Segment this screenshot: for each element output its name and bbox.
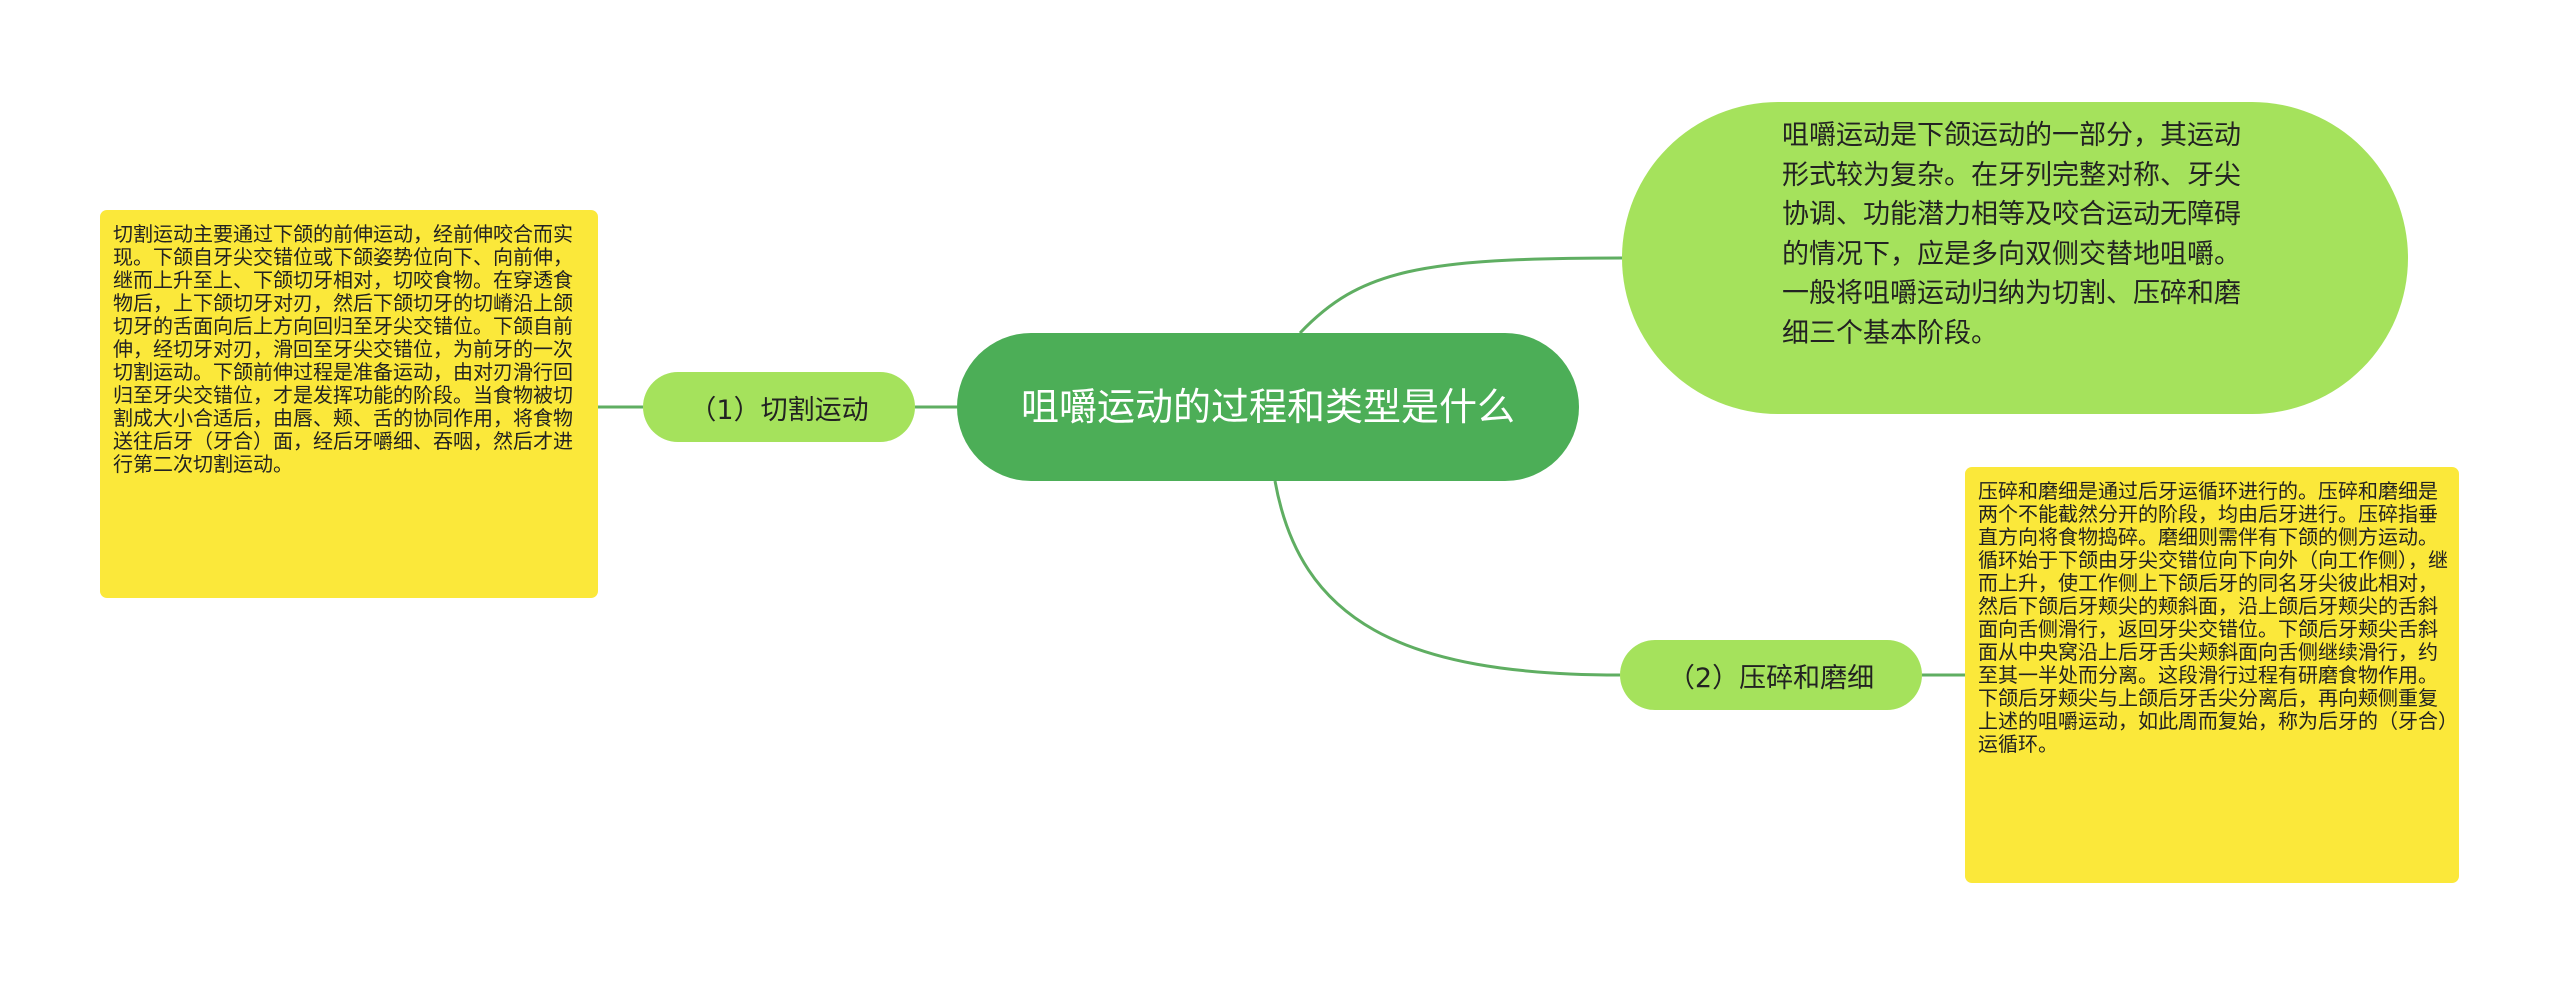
- connector-root-summary: [1298, 256, 1623, 335]
- root-topic[interactable]: 咀嚼运动的过程和类型是什么: [957, 333, 1579, 481]
- detail-cutting-movement[interactable]: 切割运动主要通过下颌的前伸运动，经前伸咬合而实现。下颌自牙尖交错位或下颌姿势位向…: [100, 210, 598, 598]
- summary-text: 咀嚼运动是下颌运动的一部分，其运动形式较为复杂。在牙列完整对称、牙尖协调、功能潜…: [1782, 120, 2241, 349]
- detail-crushing-grinding[interactable]: 压碎和磨细是通过后牙运循环进行的。压碎和磨细是两个不能截然分开的阶段，均由后牙进…: [1965, 467, 2459, 883]
- summary-topic[interactable]: 咀嚼运动是下颌运动的一部分，其运动形式较为复杂。在牙列完整对称、牙尖协调、功能潜…: [1622, 102, 2408, 414]
- branch-crushing-label: （2）压碎和磨细: [1667, 662, 1875, 694]
- connector-root-branch-right: [1273, 480, 1621, 677]
- branch-cutting-movement[interactable]: （1）切割运动: [643, 372, 915, 442]
- branch-cutting-label: （1）切割运动: [689, 394, 869, 426]
- root-topic-label: 咀嚼运动的过程和类型是什么: [1020, 385, 1515, 429]
- branch-crushing-grinding[interactable]: （2）压碎和磨细: [1620, 640, 1922, 710]
- detail-cutting-text: 切割运动主要通过下颌的前伸运动，经前伸咬合而实现。下颌自牙尖交错位或下颌姿势位向…: [113, 222, 573, 476]
- detail-crushing-text: 压碎和磨细是通过后牙运循环进行的。压碎和磨细是两个不能截然分开的阶段，均由后牙进…: [1978, 479, 2448, 756]
